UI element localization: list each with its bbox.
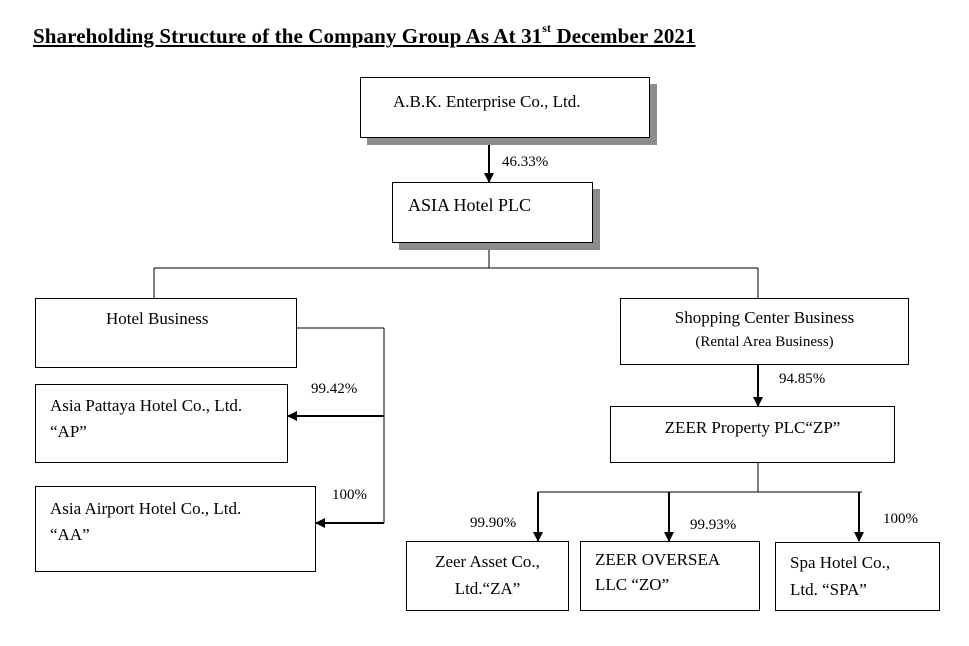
node-asia-hotel-label: ASIA Hotel PLC	[408, 195, 532, 215]
node-zeer-property: ZEER Property PLC“ZP”	[610, 406, 895, 463]
node-aa-label-1: Asia Airport Hotel Co., Ltd.	[50, 499, 242, 518]
node-shopping-label-1: Shopping Center Business	[674, 308, 855, 327]
node-spa-hotel: Spa Hotel Co., Ltd. “SPA”	[775, 542, 940, 611]
node-ap-label-1: Asia Pattaya Hotel Co., Ltd.	[50, 396, 243, 415]
pct-to-ap: 99.42%	[311, 381, 358, 397]
pct-to-za: 99.90%	[470, 515, 517, 531]
node-spa-label-2: Ltd. “SPA”	[790, 580, 867, 599]
node-asia-airport: Asia Airport Hotel Co., Ltd. “AA”	[35, 486, 316, 572]
node-za-label-2: Ltd.“ZA”	[454, 579, 521, 598]
node-hotel-business: Hotel Business	[35, 298, 297, 368]
node-za-label-1: Zeer Asset Co.,	[435, 552, 540, 571]
pct-to-spa: 100%	[883, 511, 918, 527]
node-hotel-business-label: Hotel Business	[106, 309, 209, 328]
node-zo-label-2: LLC “ZO”	[595, 575, 670, 594]
pct-to-aa: 100%	[332, 487, 367, 503]
title-tail: December 2021	[551, 24, 696, 48]
node-zp-label: ZEER Property PLC“ZP”	[664, 418, 841, 437]
node-zeer-asset: Zeer Asset Co., Ltd.“ZA”	[406, 541, 569, 611]
title-text: Shareholding Structure of the Company Gr…	[33, 24, 543, 48]
node-asia-hotel: ASIA Hotel PLC	[392, 182, 593, 243]
title-superscript: st	[542, 21, 552, 35]
node-ap-label-2: “AP”	[50, 422, 87, 441]
node-spa-label-1: Spa Hotel Co.,	[790, 553, 891, 572]
node-abk-enterprise: A.B.K. Enterprise Co., Ltd.	[360, 77, 650, 138]
pct-abk-to-asia: 46.33%	[502, 154, 549, 170]
node-abk-label: A.B.K. Enterprise Co., Ltd.	[393, 92, 581, 111]
node-shopping-label-2: (Rental Area Business)	[695, 334, 834, 350]
page-title: Shareholding Structure of the Company Gr…	[33, 21, 696, 49]
node-asia-pattaya: Asia Pattaya Hotel Co., Ltd. “AP”	[35, 384, 288, 463]
node-zo-label-1: ZEER OVERSEA	[595, 550, 721, 569]
pct-to-zo: 99.93%	[690, 517, 737, 533]
node-zeer-oversea: ZEER OVERSEA LLC “ZO”	[580, 541, 760, 611]
pct-to-zp: 94.85%	[779, 371, 826, 387]
node-aa-label-2: “AA”	[50, 525, 90, 544]
node-shopping-center: Shopping Center Business (Rental Area Bu…	[620, 298, 909, 365]
